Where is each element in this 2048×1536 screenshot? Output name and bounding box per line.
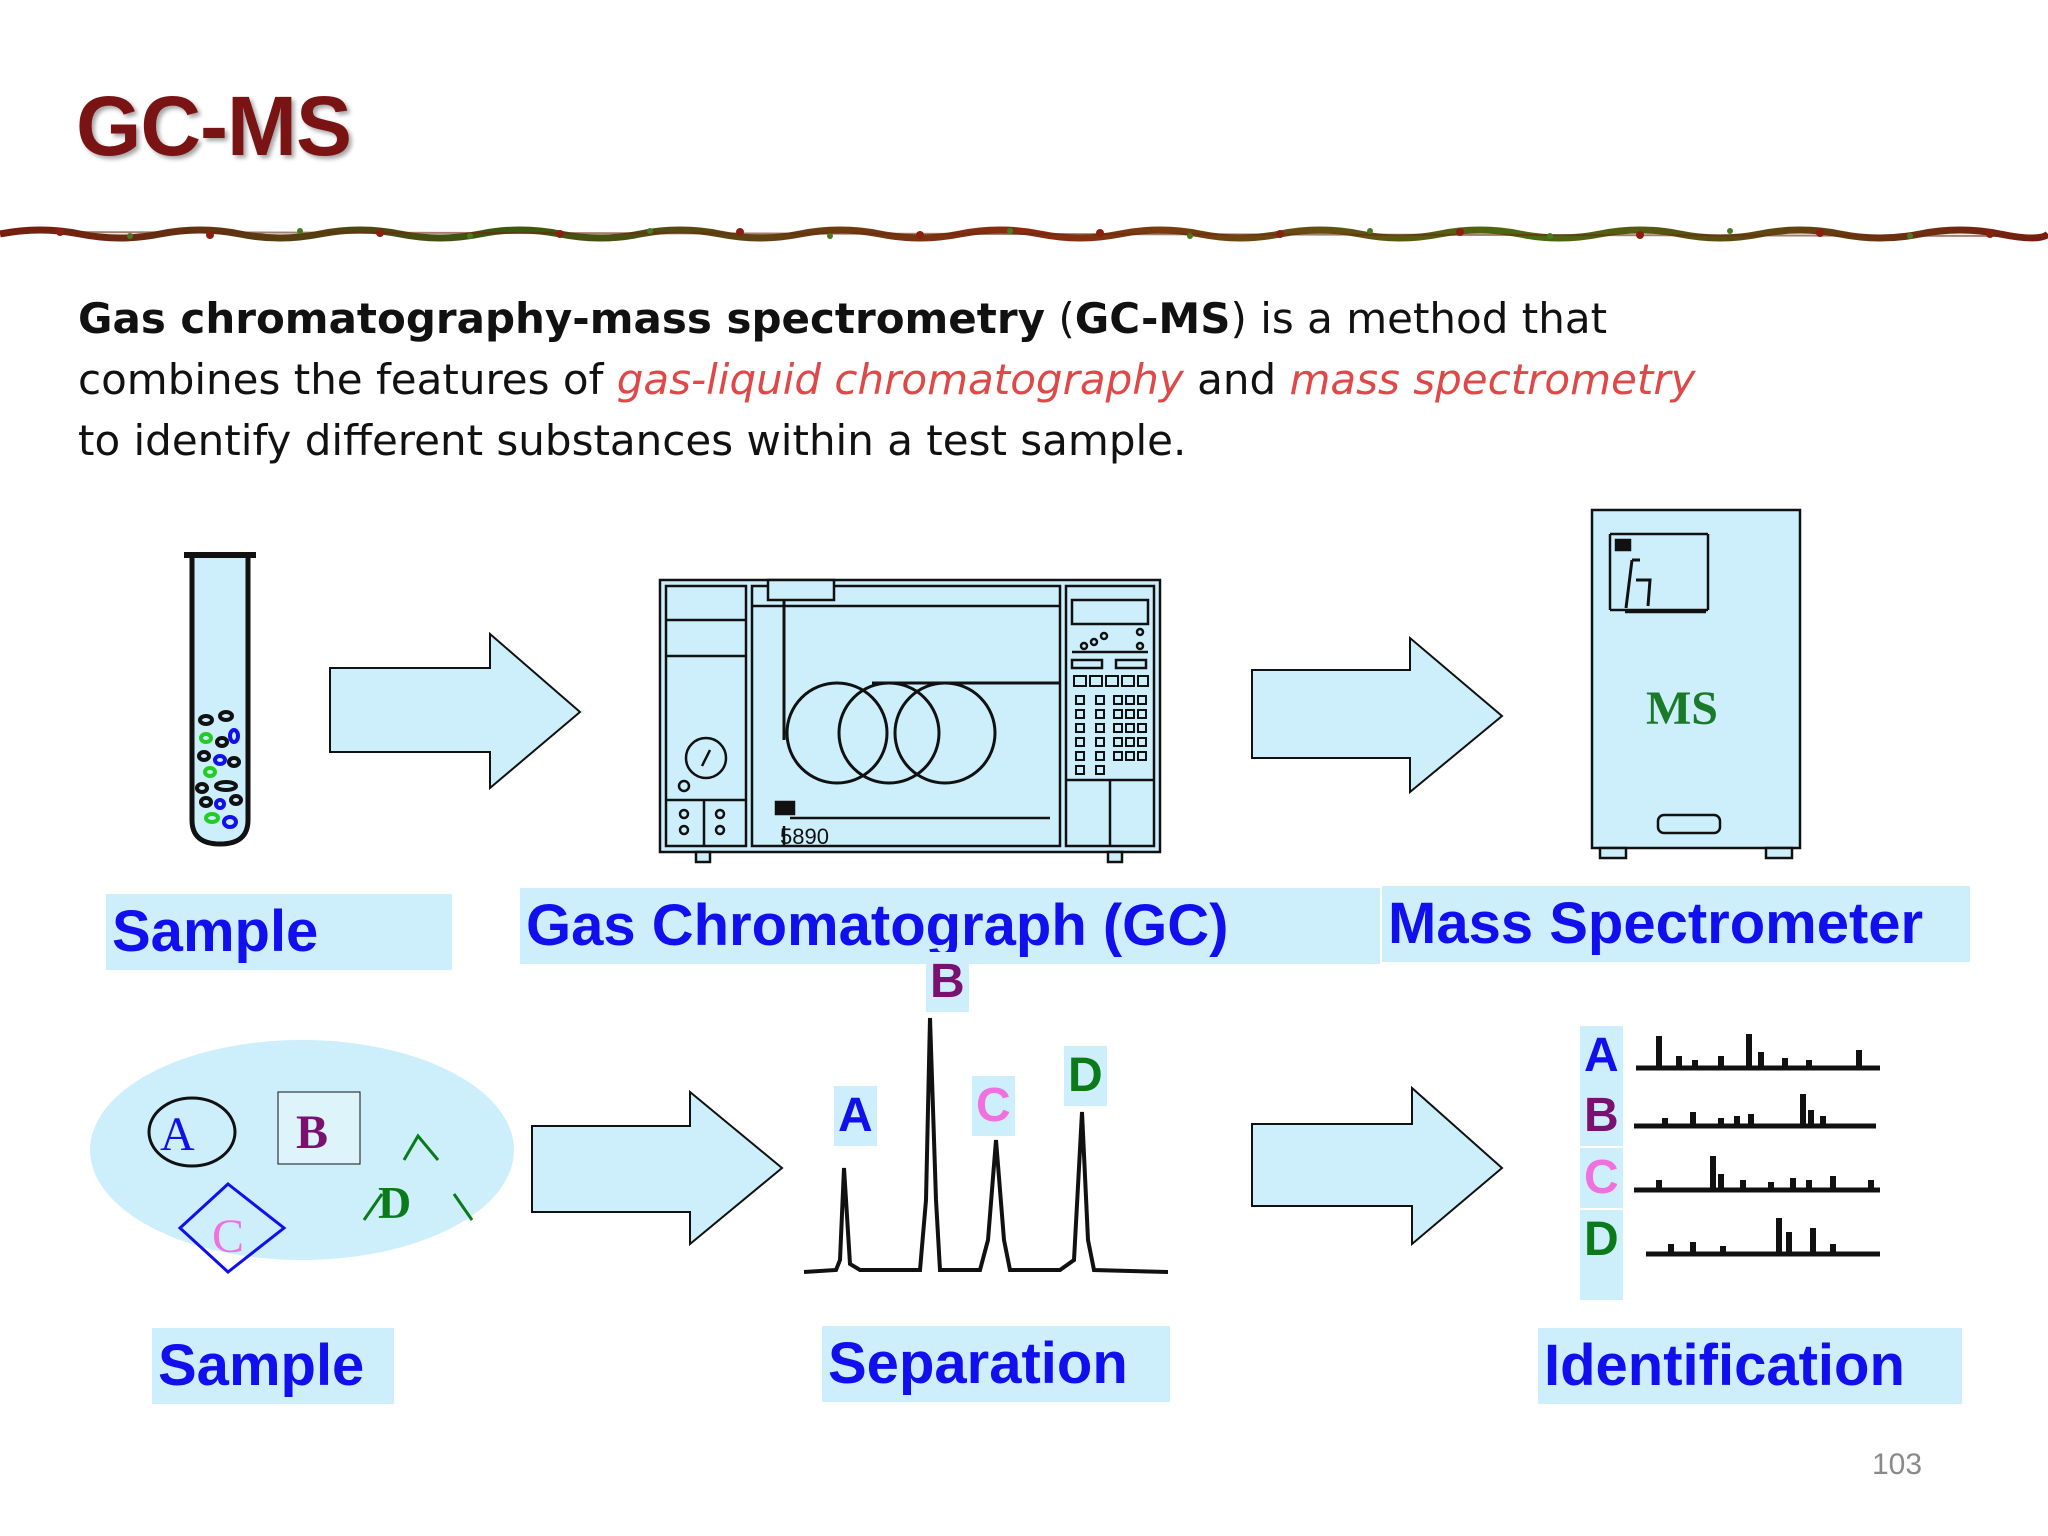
label-gas-chromatograph: Gas Chromatograph (GC) [520,888,1380,964]
mix-letter-b: B [296,1106,328,1159]
mass-spectra-icon [1634,1065,1880,1257]
page-title: GC-MS [76,79,352,173]
mass-spectrometer-icon [1590,508,1802,860]
intro-paragraph: Gas chromatography-mass spectrometry (GC… [78,288,1718,471]
arrow-right-icon [1251,635,1504,795]
test-tube-icon [184,552,256,847]
label-sample-bottom: Sample [152,1328,394,1404]
intro-text-1: ) is a method that combines the features… [78,294,1608,404]
intro-term: Gas chromatography-mass spectrometry [78,294,1045,343]
arrow-right-icon [531,1089,784,1247]
arrow-right-icon [1251,1085,1504,1247]
spectrum-label-c: C [1580,1148,1623,1208]
decorative-divider [0,226,2048,242]
peak-label-c: C [972,1076,1015,1136]
label-sample-top: Sample [106,894,452,970]
page-number: 103 [1872,1448,1923,1481]
intro-abbr: GC-MS [1074,294,1231,343]
mix-letter-c: C [212,1210,244,1263]
mix-letter-a: A [160,1108,195,1161]
chromatogram-trace [803,1017,1169,1274]
ms-cabinet-label: MS [1646,682,1718,735]
arrow-right-icon [329,631,582,791]
peak-label-d: D [1064,1046,1107,1106]
gas-chromatograph-icon [658,578,1162,864]
intro-paren-open: ( [1044,294,1075,343]
spectrum-label-b: B [1580,1086,1623,1146]
peak-label-b: B [926,952,969,1012]
intro-text-2: and [1183,355,1290,404]
gc-model-number: 5890 [780,824,829,849]
label-identification: Identification [1538,1328,1962,1404]
mix-letter-d: D [378,1177,411,1228]
spectrum-label-d: D [1580,1210,1623,1300]
peak-label-a: A [834,1086,877,1146]
label-mass-spectrometer: Mass Spectrometer [1382,886,1970,962]
spectrum-bars [1656,1034,1874,1254]
intro-link-mass-spectrometry[interactable]: mass spectrometry [1289,355,1696,404]
intro-link-gas-liquid-chromatography[interactable]: gas-liquid chromatography [616,355,1184,404]
intro-text-3: to identify different substances within … [78,416,1187,465]
spectrum-label-a: A [1580,1026,1623,1086]
label-separation: Separation [822,1326,1170,1402]
